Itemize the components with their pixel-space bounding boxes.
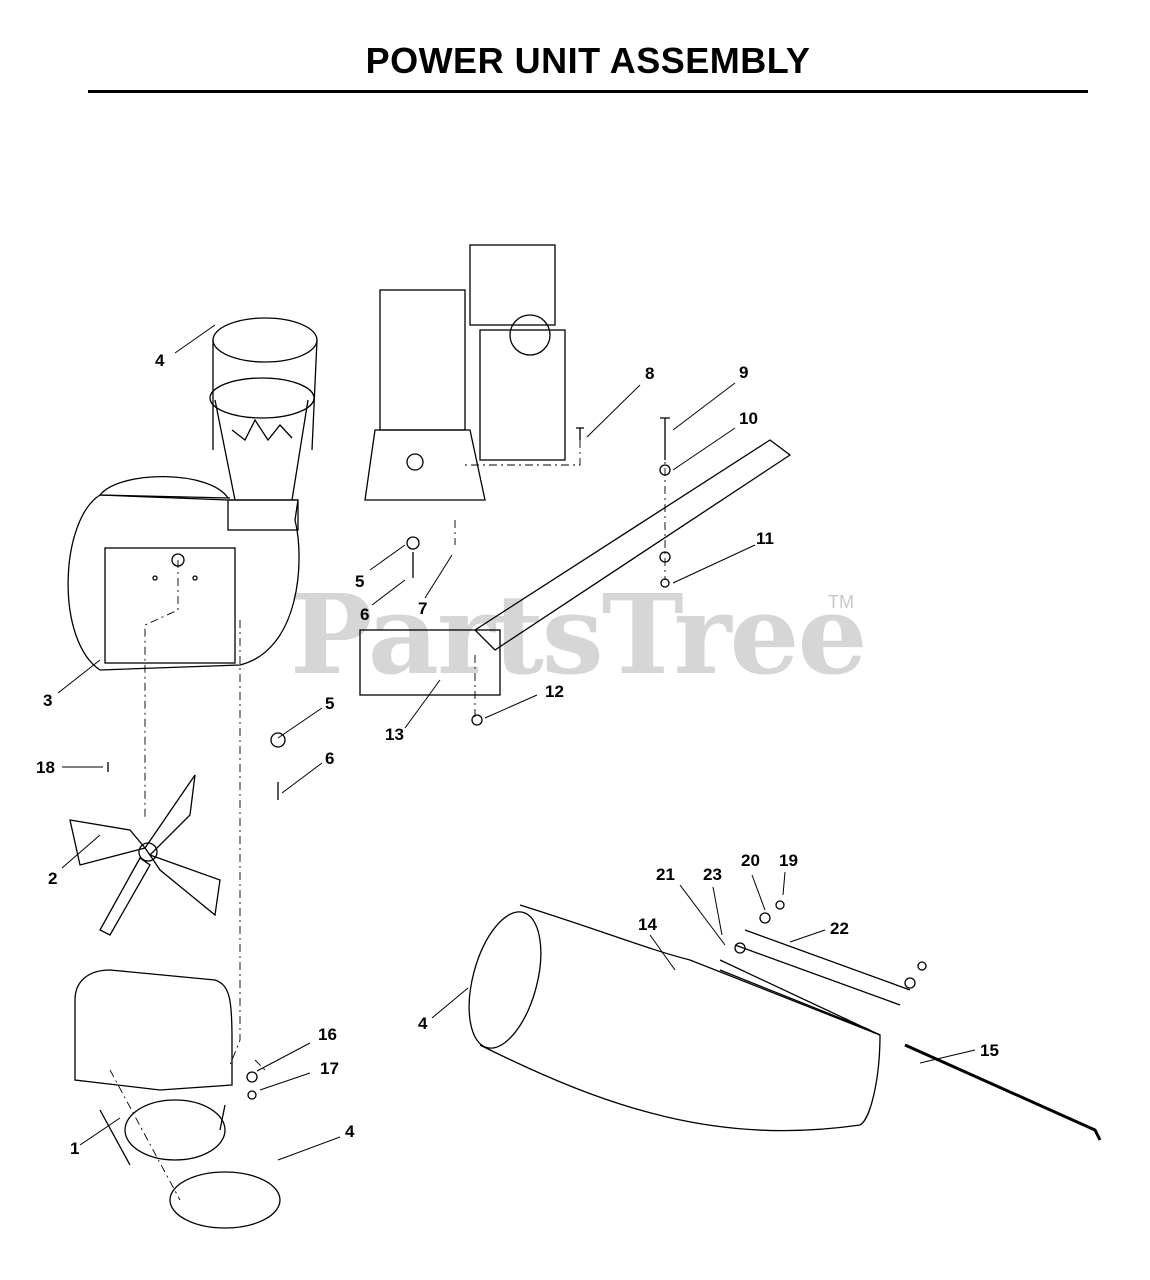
callout-6-lower: 6 — [325, 749, 335, 768]
frame-rail — [473, 439, 792, 651]
callout-1: 1 — [70, 1139, 80, 1158]
callout-23: 23 — [703, 865, 722, 884]
callout-3: 3 — [43, 691, 53, 710]
callout-4: 4 — [155, 351, 165, 370]
callout-17: 17 — [320, 1059, 339, 1078]
callout-6: 6 — [360, 605, 370, 624]
callout-13: 13 — [385, 725, 404, 744]
callout-8: 8 — [645, 364, 655, 383]
callout-21: 21 — [656, 865, 675, 884]
leader-lines — [57, 324, 976, 1161]
callout-4-elbow: 4 — [345, 1122, 355, 1141]
callout-16: 16 — [318, 1025, 337, 1044]
callout-18: 18 — [36, 758, 55, 777]
callout-12: 12 — [545, 682, 564, 701]
blower-housing — [67, 476, 300, 671]
callout-5-lower: 5 — [325, 694, 335, 713]
deflector-lower-bar — [719, 969, 871, 1031]
impeller — [69, 774, 221, 936]
adjust-rod — [904, 1043, 1102, 1141]
callout-5: 5 — [355, 572, 365, 591]
title-rule — [88, 90, 1088, 93]
engine — [364, 244, 566, 501]
watermark: PartsTree — [290, 570, 868, 699]
mounting-plate — [359, 629, 501, 696]
callout-9: 9 — [739, 363, 749, 382]
discharge-chute — [468, 904, 881, 1132]
callout-20: 20 — [741, 851, 760, 870]
callout-15: 15 — [980, 1041, 999, 1060]
callout-19: 19 — [779, 851, 798, 870]
callout-2: 2 — [48, 869, 58, 888]
page-title: POWER UNIT ASSEMBLY — [365, 40, 811, 81]
assembly-lines — [109, 440, 666, 1201]
outlet-elbow — [74, 969, 281, 1229]
callout-14: 14 — [638, 915, 657, 934]
watermark-trademark: TM — [828, 592, 854, 612]
hardware — [107, 417, 927, 1100]
deflector-bar — [734, 929, 911, 1006]
callout-10: 10 — [739, 409, 758, 428]
callout-11: 11 — [756, 529, 774, 548]
callout-4-chute: 4 — [418, 1014, 428, 1033]
callout-22: 22 — [830, 919, 849, 938]
callout-7: 7 — [418, 599, 428, 618]
